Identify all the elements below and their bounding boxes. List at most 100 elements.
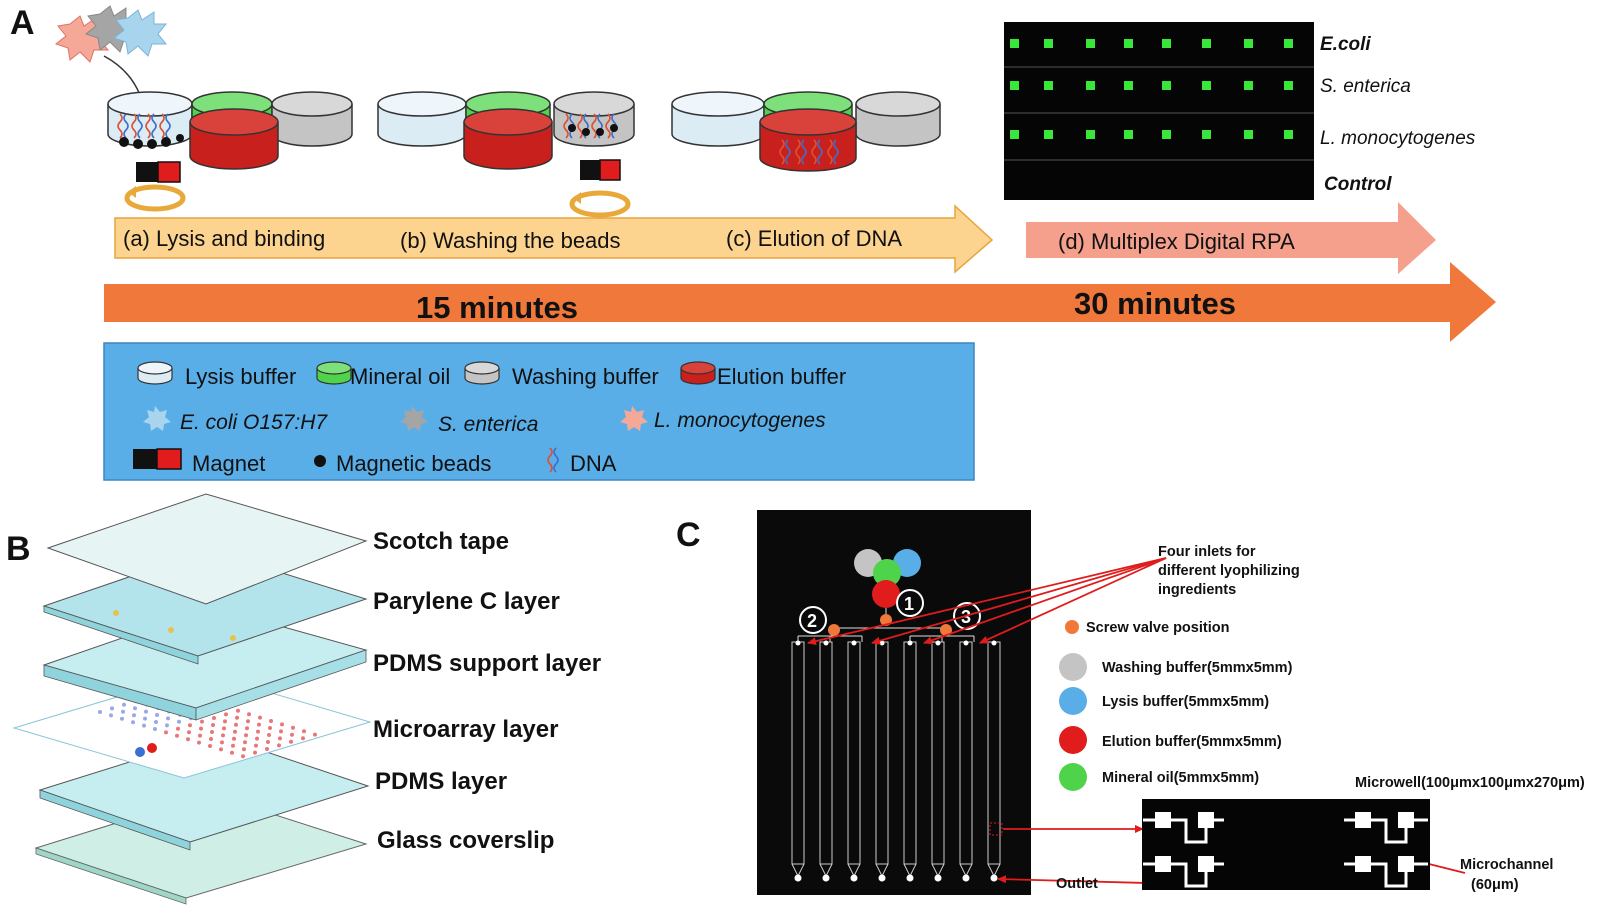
microarray-dot: [132, 713, 136, 718]
microchannel-line-2: (60μm): [1471, 877, 1519, 893]
magnet-icon: [580, 159, 621, 181]
inlet-dot: [991, 640, 997, 646]
microarray-dot: [222, 726, 226, 731]
microarray-dot: [211, 723, 215, 727]
spot-grid: [1010, 39, 1293, 139]
result-spot: [1284, 130, 1293, 139]
result-spot: [1124, 130, 1133, 139]
outlet-dot: [822, 874, 830, 882]
microarray-dot: [235, 715, 239, 720]
microarray-dots: [98, 688, 317, 759]
outlet-dot: [906, 874, 914, 882]
result-label-ecoli: E.coli: [1320, 34, 1371, 55]
mineral-oil-circle: [873, 559, 901, 587]
valve-marker-2: [828, 624, 840, 636]
result-spot: [1124, 81, 1133, 90]
microarray-dot: [246, 719, 250, 724]
outlet-dot: [990, 874, 998, 882]
step-b-cylinders: [377, 91, 635, 218]
result-spot: [1244, 81, 1253, 90]
microarray-dot: [175, 733, 179, 738]
microarray-dot: [255, 736, 259, 741]
microarray-dot: [221, 733, 225, 738]
microarray-dot: [301, 736, 305, 741]
step-label-a: (a) Lysis and binding: [123, 226, 325, 251]
inlet-dot: [963, 640, 969, 646]
elution-tube-a: [189, 108, 279, 170]
microarray-dot: [291, 725, 295, 730]
microarray-dot: [187, 730, 191, 735]
microarray-dot: [198, 733, 202, 738]
inlet-dot: [823, 640, 829, 646]
bacteria-cluster-icon: [54, 5, 168, 63]
legend-magnet: Magnet: [192, 451, 265, 476]
microarray-dot: [120, 716, 124, 721]
microarray-dot: [188, 723, 192, 728]
elution-legend-circle: [1059, 726, 1087, 754]
result-spot: [1044, 130, 1053, 139]
result-spot: [1044, 39, 1053, 48]
valve-number-2: 2: [807, 611, 817, 631]
microarray-dot: [266, 740, 270, 744]
inlet-dot: [795, 640, 801, 646]
lysis-label: Lysis buffer(5mmx5mm): [1102, 694, 1269, 710]
outlet-dot: [962, 874, 970, 882]
result-spot: [1124, 39, 1133, 48]
microarray-dot: [212, 716, 216, 720]
result-spot: [1044, 81, 1053, 90]
microchannel-lanes: [791, 640, 1001, 882]
layer-stack: [12, 493, 372, 905]
microarray-dot: [280, 722, 284, 727]
microarray-dot: [122, 702, 126, 707]
microarray-dot: [231, 743, 235, 748]
microarray-dot: [267, 733, 271, 737]
step-d-arrow-shape: [1026, 202, 1436, 274]
microarray-dot: [234, 722, 238, 727]
time-label-30: 30 minutes: [1074, 286, 1236, 321]
layer-label-6: Glass coverslip: [377, 827, 554, 854]
microarray-dot: [302, 729, 306, 734]
microarray-dot: [197, 740, 201, 745]
steps-arrow-shape: [114, 204, 994, 274]
result-spot: [1010, 39, 1019, 48]
result-label-lmono: L. monocytogenes: [1320, 128, 1476, 149]
microarray-dot: [210, 730, 214, 734]
outlet-dot: [878, 874, 886, 882]
microarray-dot: [131, 720, 135, 725]
elution-buffer-circle: [872, 580, 900, 608]
microarray-dot: [278, 736, 282, 741]
panel-label-a: A: [10, 4, 35, 42]
senterica-icon: [400, 406, 428, 431]
legend-elution: Elution buffer: [717, 364, 846, 389]
microarray-dot: [200, 719, 204, 724]
oil-legend-circle: [1059, 763, 1087, 791]
washing-tube-c: [855, 91, 941, 147]
sample-transfer-line: [103, 55, 141, 96]
lysis-tube-c: [671, 91, 765, 147]
oil-label: Mineral oil(5mmx5mm): [1102, 770, 1259, 786]
legend-ecoli: E. coli O157:H7: [180, 411, 328, 434]
microwell-label: Microwell(100μmx100μmx270μm): [1355, 775, 1585, 791]
step-label-c: (c) Elution of DNA: [726, 226, 902, 251]
inlet-dot: [907, 640, 913, 646]
lysis-buffer-icon: [137, 361, 173, 385]
microarray-dot: [164, 730, 168, 735]
inlet-dot: [851, 640, 857, 646]
result-spot: [1010, 81, 1019, 90]
microarray-dot: [268, 726, 272, 730]
microarray-dot: [232, 736, 236, 741]
result-spot: [1244, 39, 1253, 48]
microarray-dot: [153, 727, 157, 731]
microarray-dot: [243, 740, 247, 745]
microarray-dot: [142, 723, 146, 728]
microarray-dot: [244, 733, 248, 738]
microarray-dot: [269, 719, 273, 723]
microchannel-line-1: Microchannel: [1460, 857, 1553, 873]
result-spot: [1162, 130, 1171, 139]
layer-label-5: PDMS layer: [375, 768, 507, 795]
result-spot: [1202, 130, 1211, 139]
lmono-icon: [620, 406, 648, 431]
panel-label-b: B: [6, 530, 31, 568]
result-spot: [1284, 81, 1293, 90]
microarray-dot: [289, 739, 293, 744]
